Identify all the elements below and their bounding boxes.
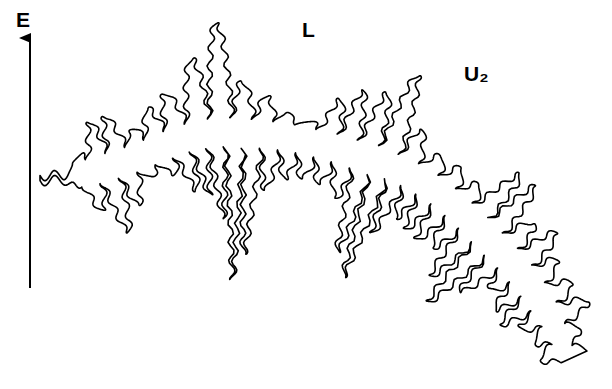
region-label: U₂ [462, 62, 491, 85]
field-arrow [29, 38, 31, 288]
region-label: L [300, 18, 317, 41]
field-label: E [14, 8, 32, 31]
branched-outline [40, 23, 590, 365]
